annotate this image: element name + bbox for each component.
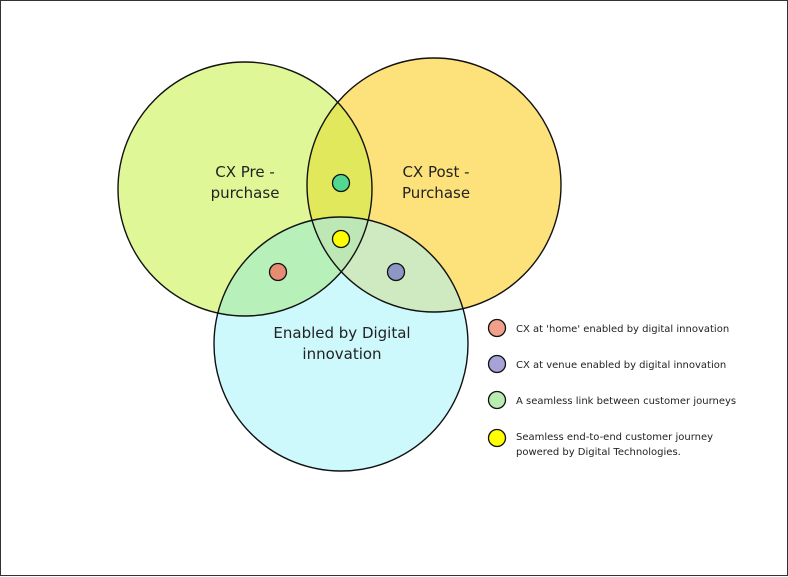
outline-post	[306, 57, 562, 313]
legend-label-venue: CX at venue enabled by digital innovatio…	[516, 360, 726, 371]
legend-swatch-home	[487, 318, 507, 338]
post-purchase-label-line2: Purchase	[402, 184, 470, 202]
pre-purchase-label-line2: purchase	[211, 184, 280, 202]
legend-swatch-venue	[487, 354, 507, 374]
legend-label-end-to-end-line2: powered by Digital Technologies.	[516, 447, 681, 458]
outline-digital	[213, 216, 469, 472]
legend-label-end-to-end-line1: Seamless end-to-end customer journey	[516, 432, 713, 443]
legend-label-home: CX at 'home' enabled by digital innovati…	[516, 324, 729, 335]
legend-label-link: A seamless link between customer journey…	[516, 396, 736, 407]
legend-swatch-link	[487, 390, 507, 410]
outline-pre	[117, 61, 373, 317]
legend: CX at 'home' enabled by digital innovati…	[487, 318, 736, 458]
marker-seamless-link	[331, 173, 351, 193]
digital-label-line2: innovation	[302, 345, 381, 363]
marker-end-to-end	[331, 229, 351, 249]
digital-label-line1: Enabled by Digital	[273, 324, 410, 342]
legend-swatch-end-to-end	[487, 428, 507, 448]
overlap-post-digital	[307, 217, 468, 312]
marker-cx-at-home	[268, 262, 288, 282]
post-purchase-label-line1: CX Post -	[402, 163, 469, 181]
pre-purchase-label-line1: CX Pre -	[215, 163, 275, 181]
marker-cx-at-venue	[386, 262, 406, 282]
